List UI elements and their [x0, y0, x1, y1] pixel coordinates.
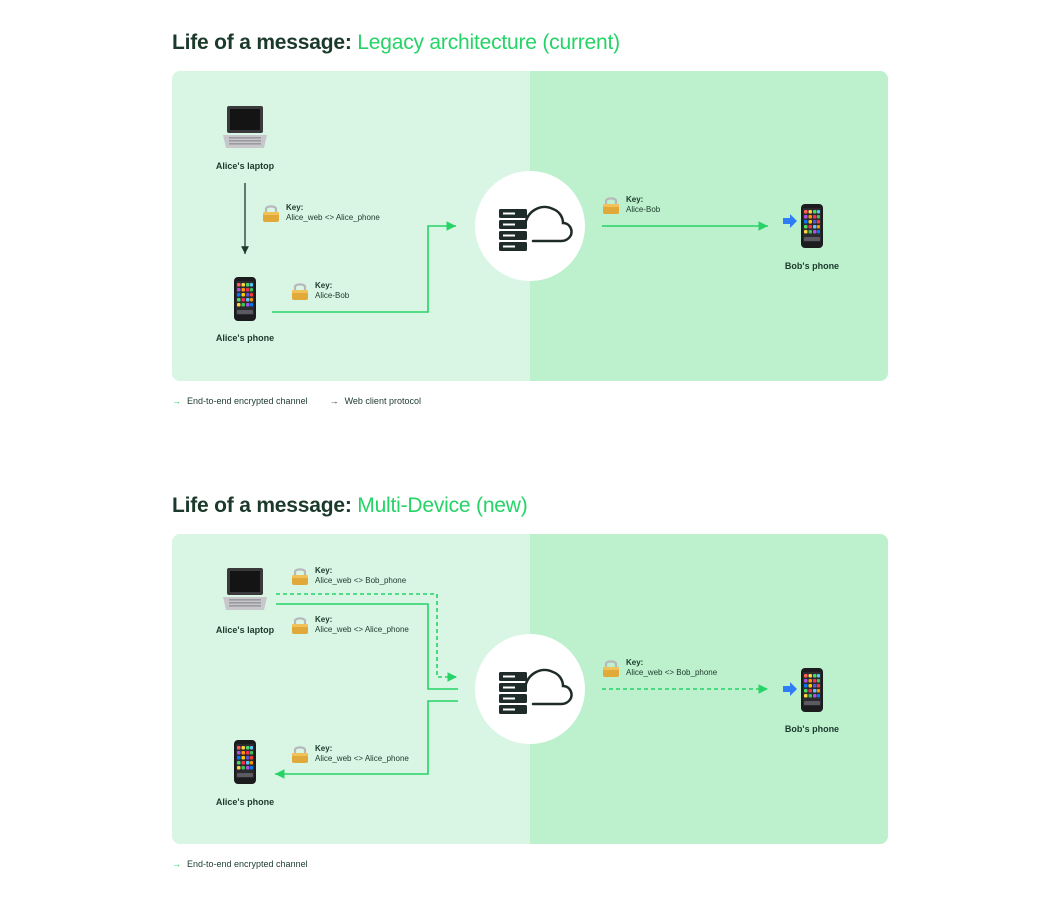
lock-icon — [292, 283, 308, 300]
legacy-title-prefix: Life of a message: — [172, 31, 352, 54]
server-cloud-icon — [499, 205, 573, 251]
lock-icon — [263, 205, 279, 222]
server-cloud-circle — [475, 634, 585, 744]
multidevice-title: Life of a message: Multi-Device (new) — [172, 494, 528, 518]
legacy-title: Life of a message: Legacy architecture (… — [172, 31, 620, 55]
lock-icon — [292, 617, 308, 634]
key-value: Alice_web <> Bob_phone — [315, 576, 407, 585]
multidevice-diagram-panel: Alice's laptop Alice's phone — [172, 534, 888, 844]
legend-label: Web client protocol — [344, 396, 421, 406]
alice-laptop-label: Alice's laptop — [215, 161, 275, 171]
key-title: Key: — [315, 744, 333, 753]
key-annotation: Key: Alice_web <> Bob_phone — [602, 658, 717, 678]
incoming-arrow-icon — [783, 682, 797, 696]
phone-to-server-line — [272, 221, 456, 313]
bob-phone-label: Bob's phone — [784, 724, 840, 734]
multidevice-connection-lines — [275, 593, 768, 779]
laptop-to-server-line — [276, 603, 458, 690]
multidevice-title-prefix: Life of a message: — [172, 494, 352, 517]
laptop-icon — [223, 568, 267, 610]
alice-phone-label: Alice's phone — [215, 797, 275, 807]
legacy-diagram-panel: Alice's laptop Alice's phone — [172, 71, 888, 381]
phone-icon — [234, 277, 256, 321]
key-annotation: Key: Alice_web <> Bob_phone — [291, 566, 406, 586]
legend-arrow-green: → — [172, 396, 181, 406]
phone-icon — [234, 740, 256, 784]
key-annotation: Key: Alice_web <> Alice_phone — [291, 744, 409, 764]
multidevice-title-accent: Multi-Device (new) — [357, 494, 528, 517]
legend-arrow-green: → — [172, 859, 181, 869]
key-title: Key: — [315, 566, 333, 575]
phone-icon — [801, 204, 823, 248]
legend-label: End-to-end encrypted channel — [187, 396, 308, 406]
key-annotation: Key: Alice_web <> Alice_phone — [262, 203, 380, 223]
lock-icon — [292, 568, 308, 585]
key-value: Alice_web <> Alice_phone — [315, 625, 409, 634]
key-value: Alice_web <> Alice_phone — [286, 213, 380, 222]
legacy-legend: → End-to-end encrypted channel → Web cli… — [172, 396, 421, 406]
laptop-to-server-dashed-line — [276, 593, 457, 682]
legacy-title-accent: Legacy architecture (current) — [357, 31, 620, 54]
alice-phone-label: Alice's phone — [215, 333, 275, 343]
server-cloud-icon — [499, 668, 573, 714]
legend-item: → Web client protocol — [330, 396, 421, 406]
key-annotation: Key: Alice-Bob — [291, 281, 349, 301]
key-value: Alice_web <> Alice_phone — [315, 754, 409, 763]
key-annotation: Key: Alice_web <> Alice_phone — [291, 615, 409, 635]
lock-icon — [603, 660, 619, 677]
legend-item: → End-to-end encrypted channel — [172, 396, 308, 406]
key-title: Key: — [286, 203, 304, 212]
lock-icon — [292, 746, 308, 763]
alice-laptop-label: Alice's laptop — [215, 625, 275, 635]
legend-item: → End-to-end encrypted channel — [172, 859, 308, 869]
legend-label: End-to-end encrypted channel — [187, 859, 308, 869]
phone-icon — [801, 668, 823, 712]
lock-icon — [603, 197, 619, 214]
key-annotation: Key: Alice-Bob — [602, 195, 660, 215]
key-value: Alice_web <> Bob_phone — [626, 668, 718, 677]
server-cloud-circle — [475, 171, 585, 281]
legacy-connection-lines — [241, 183, 768, 313]
key-title: Key: — [315, 615, 333, 624]
legend-arrow-dark: → — [329, 396, 339, 406]
multidevice-legend: → End-to-end encrypted channel — [172, 859, 308, 869]
key-title: Key: — [626, 658, 644, 667]
laptop-icon — [223, 106, 267, 148]
key-value: Alice-Bob — [626, 205, 661, 214]
server-to-alice-phone-line — [275, 700, 458, 779]
key-title: Key: — [315, 281, 333, 290]
incoming-arrow-icon — [783, 214, 797, 228]
key-value: Alice-Bob — [315, 291, 350, 300]
key-title: Key: — [626, 195, 644, 204]
bob-phone-label: Bob's phone — [784, 261, 840, 271]
